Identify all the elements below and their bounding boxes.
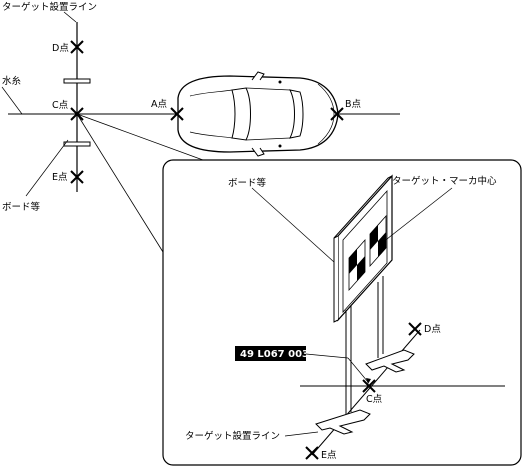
board-upper (63, 78, 91, 84)
water-thread-label: 水糸 (2, 75, 21, 87)
point-e-detail-label: E点 (321, 450, 337, 461)
board-detail-label: ボード等 (228, 177, 267, 189)
target-line-detail-leader (284, 431, 319, 437)
point-c-detail-marker (362, 379, 376, 393)
board-lower (63, 141, 91, 147)
point-d-marker (70, 40, 84, 54)
part-code: 49 L067 003 (240, 349, 309, 360)
point-d-detail-marker (408, 322, 422, 336)
point-a-label: A点 (151, 99, 167, 110)
point-c-label: C点 (52, 100, 69, 111)
point-e-marker (70, 170, 84, 184)
point-d-detail-label: D点 (424, 324, 441, 335)
target-line-detail-label: ターゲット設置ライン (185, 430, 280, 442)
target-board-stand (315, 174, 415, 435)
checker-marker-right (369, 214, 387, 268)
checker-marker-left (348, 238, 366, 292)
board-left-leader (25, 139, 69, 197)
part-code-leader-2 (347, 357, 369, 383)
board-detail-leader (251, 187, 335, 263)
water-thread-leader (1, 86, 23, 115)
target-line-label: ターゲット設置ライン (2, 1, 97, 13)
marker-center-label: ターゲット・マーカ中心 (392, 175, 497, 187)
part-code-leader-1 (305, 353, 349, 359)
point-b-label: B点 (345, 99, 362, 110)
point-b-marker (330, 107, 344, 121)
zoom-line-lower (76, 113, 164, 253)
point-e-detail-marker (305, 446, 319, 460)
part-code-arrow (366, 378, 371, 384)
car-top-view (177, 71, 339, 157)
board-left-label: ボード等 (2, 201, 41, 213)
marker-center-leader (377, 187, 453, 247)
zoom-line-upper (76, 113, 204, 161)
point-a-marker (170, 107, 184, 121)
point-e-label: E点 (52, 172, 68, 183)
point-c-detail-label: C点 (366, 394, 383, 405)
part-code-box (235, 346, 306, 361)
target-line-leader (63, 11, 77, 23)
point-d-label: D点 (52, 43, 69, 54)
